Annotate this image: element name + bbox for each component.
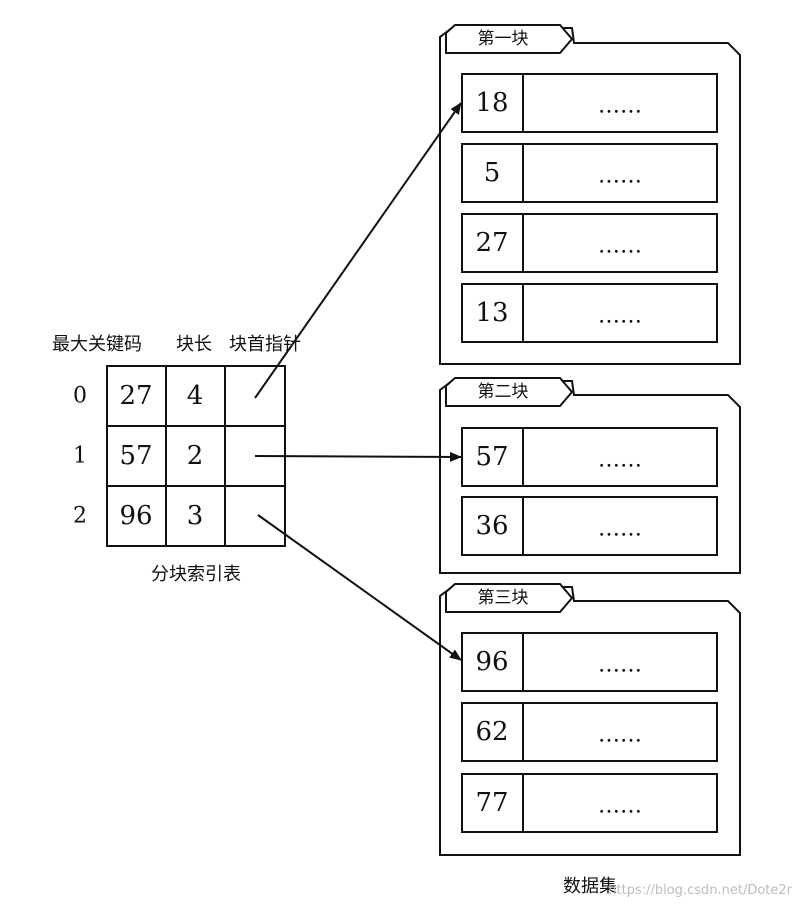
record-rest: …… xyxy=(598,304,642,329)
record-key: 62 xyxy=(475,717,508,747)
record-key: 96 xyxy=(475,647,508,677)
dataset-caption: 数据集 xyxy=(563,876,617,897)
record-key: 36 xyxy=(475,511,508,541)
index-table: 最大关键码 块长 块首指针 0 27 4 1 57 2 2 96 3 分块索引表 xyxy=(52,334,301,585)
header-block-pointer: 块首指针 xyxy=(229,334,301,355)
pointer-arrow-block-1 xyxy=(254,102,462,399)
pointer-arrows xyxy=(254,102,462,661)
pointer-arrow-block-2 xyxy=(254,451,462,462)
block-1-label: 第一块 xyxy=(478,29,529,49)
record-box xyxy=(461,73,718,133)
record-rest: …… xyxy=(598,517,642,542)
row-index-1: 1 xyxy=(73,444,87,469)
length-cell-2: 3 xyxy=(187,501,204,531)
length-cell-0: 4 xyxy=(187,381,204,411)
block-3: 第三块 96 …… 62 …… 77 …… xyxy=(439,583,741,856)
block-2-tab xyxy=(445,377,574,407)
block-3-tab xyxy=(445,583,574,613)
block-1-frame xyxy=(439,27,741,365)
record-rest: …… xyxy=(598,164,642,189)
record-rest: …… xyxy=(598,794,642,819)
pointer-arrow-block-3 xyxy=(257,514,462,661)
max-key-cell-0: 27 xyxy=(119,381,152,411)
max-key-cell-2: 96 xyxy=(119,501,152,531)
index-table-caption: 分块索引表 xyxy=(151,564,241,585)
record-box xyxy=(461,143,718,203)
block-2-frame xyxy=(439,380,741,574)
record-box xyxy=(461,702,718,762)
record-box xyxy=(461,283,718,343)
block-1-tab xyxy=(445,24,574,54)
record-key: 77 xyxy=(475,788,508,818)
record-rest: …… xyxy=(598,94,642,119)
header-block-length: 块长 xyxy=(176,334,212,355)
record-key: 13 xyxy=(475,298,508,328)
record-rest: …… xyxy=(598,234,642,259)
record-rest: …… xyxy=(598,448,642,473)
block-2: 第二块 57 …… 36 …… xyxy=(439,377,741,574)
record-key: 57 xyxy=(475,442,508,472)
header-max-key: 最大关键码 xyxy=(52,334,142,355)
record-key: 18 xyxy=(475,88,508,118)
row-index-2: 2 xyxy=(73,504,87,529)
record-box xyxy=(461,427,718,487)
block-1: 第一块 18 …… 5 …… 27 …… 13 …… xyxy=(439,24,741,365)
watermark-text: https://blog.csdn.net/Dote2r xyxy=(608,883,792,898)
row-index-0: 0 xyxy=(73,384,87,409)
record-box xyxy=(461,632,718,692)
max-key-cell-1: 57 xyxy=(119,441,152,471)
record-box xyxy=(461,496,718,556)
record-key: 5 xyxy=(484,158,501,188)
length-cell-1: 2 xyxy=(187,441,204,471)
block-3-label: 第三块 xyxy=(478,588,529,608)
record-rest: …… xyxy=(598,723,642,748)
block-2-label: 第二块 xyxy=(478,382,529,402)
record-box xyxy=(461,773,718,833)
record-key: 27 xyxy=(475,228,508,258)
block-3-frame xyxy=(439,586,741,856)
record-box xyxy=(461,213,718,273)
record-rest: …… xyxy=(598,653,642,678)
